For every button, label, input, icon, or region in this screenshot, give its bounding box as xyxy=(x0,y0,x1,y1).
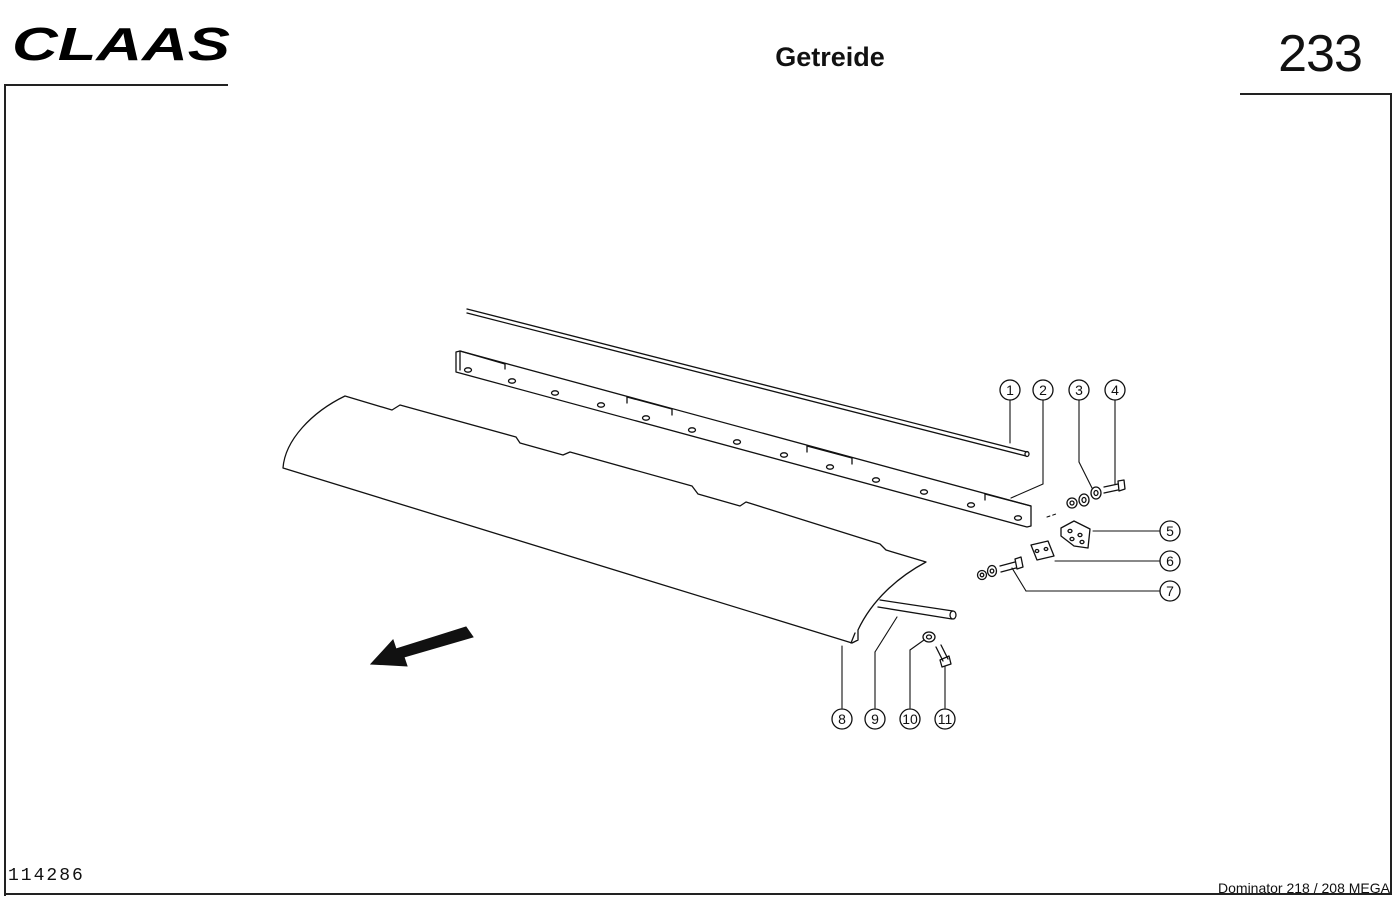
section-title: Getreide xyxy=(775,42,885,72)
svg-text:5: 5 xyxy=(1166,523,1174,539)
frame-left-border xyxy=(4,84,6,896)
callout-10: 10 xyxy=(899,708,921,730)
callout-3: 3 xyxy=(1068,379,1090,401)
svg-text:9: 9 xyxy=(871,711,879,727)
svg-text:7: 7 xyxy=(1166,583,1174,599)
logo-text: CLAAS xyxy=(12,20,230,64)
callout-4: 4 xyxy=(1104,379,1126,401)
header-rule-left xyxy=(4,84,228,86)
document-number: 114286 xyxy=(8,866,85,886)
svg-text:6: 6 xyxy=(1166,553,1174,569)
model-name: Dominator 218 / 208 MEGA xyxy=(1218,880,1390,896)
callout-5: 5 xyxy=(1159,520,1181,542)
part-bracket-plate xyxy=(1060,520,1091,549)
frame-right-border xyxy=(1390,94,1392,895)
svg-text:10: 10 xyxy=(902,711,918,727)
part-rod xyxy=(466,308,1030,458)
part-bolt-11 xyxy=(935,644,952,668)
svg-text:4: 4 xyxy=(1111,382,1119,398)
callout-7: 7 xyxy=(1159,580,1181,602)
part-fasteners-upper xyxy=(1066,479,1126,509)
svg-text:1: 1 xyxy=(1006,382,1014,398)
part-cover-sheet xyxy=(282,395,927,644)
page-number: 233 xyxy=(1278,25,1363,83)
callout-11: 11 xyxy=(934,708,956,730)
part-tube xyxy=(877,599,957,620)
part-small-plate xyxy=(1030,540,1055,561)
svg-text:11: 11 xyxy=(938,711,953,727)
svg-text:8: 8 xyxy=(838,711,846,727)
direction-arrow xyxy=(369,626,474,667)
callout-1: 1 xyxy=(999,379,1021,401)
callout-2: 2 xyxy=(1032,379,1054,401)
callout-6: 6 xyxy=(1159,550,1181,572)
claas-logo: CLAAS xyxy=(12,20,230,64)
svg-text:3: 3 xyxy=(1075,382,1083,398)
svg-text:2: 2 xyxy=(1039,382,1047,398)
part-washer-10 xyxy=(922,631,936,643)
frame-bottom-border xyxy=(4,893,1392,895)
callout-8: 8 xyxy=(831,708,853,730)
part-perforated-strip xyxy=(455,350,1032,528)
callout-9: 9 xyxy=(864,708,886,730)
part-fasteners-lower xyxy=(976,556,1024,581)
header-rule-right xyxy=(1240,93,1392,95)
leader-lines xyxy=(841,399,1161,709)
